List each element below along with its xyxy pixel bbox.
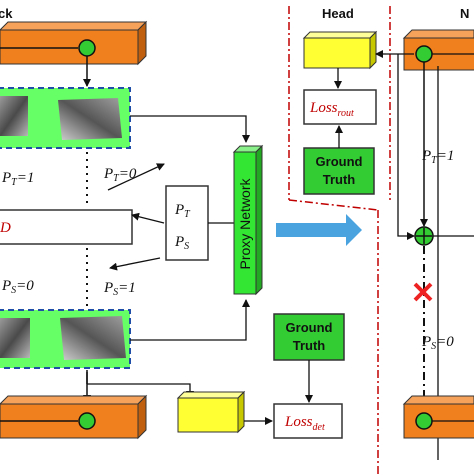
ground-truth-rout-box — [303, 147, 375, 195]
top-patch-image-1 — [0, 96, 28, 136]
proxy-network: Proxy Network — [232, 144, 264, 296]
loss-det-box — [273, 403, 343, 439]
bottom-yellow-block — [176, 390, 246, 434]
head-section-title: Head — [322, 6, 354, 21]
bottom-patch-image-1 — [0, 318, 30, 358]
ground-truth-rout-line1: Ground — [316, 154, 363, 169]
ground-truth-det-line1: Ground — [286, 320, 333, 335]
red-cross-icon — [413, 282, 433, 302]
left-ps-one-label: PS=1 — [103, 280, 136, 298]
left-section-title: ck — [0, 6, 13, 21]
bottom-feature-block — [0, 394, 148, 440]
right-ps-zero-label: PS=0 — [421, 334, 454, 352]
proxy-network-label: Proxy Network — [237, 177, 253, 269]
bottom-patch-image-2 — [60, 316, 126, 360]
top-feature-block — [0, 20, 148, 66]
right-bottom-feature-block — [402, 395, 474, 439]
bottom-panel-to-proxy-arrow — [130, 299, 250, 341]
ground-truth-det-line2: Truth — [293, 338, 326, 353]
left-pt-one-label: PT=1 — [1, 170, 34, 188]
loss-rout-box — [303, 89, 377, 125]
right-skip-arrow — [397, 54, 415, 240]
blue-flow-arrow — [276, 214, 362, 246]
loss-det-label: Lossdet — [284, 414, 325, 433]
ground-truth-rout-line2: Truth — [323, 172, 356, 187]
right-bottom-sum-node — [415, 412, 433, 430]
prob-to-middle-arrow — [131, 212, 165, 224]
bottom-sum-node — [78, 412, 96, 430]
ps-one-arrow — [109, 257, 161, 271]
head-bottom-divider — [288, 199, 379, 211]
top-sum-node — [78, 39, 96, 57]
top-panel-to-proxy-arrow — [130, 115, 250, 143]
top-patch-image-2 — [58, 98, 122, 140]
left-pt-zero-label: PT=0 — [103, 166, 137, 184]
pt-zero-arrow — [107, 163, 165, 191]
right-top-sum-node — [415, 45, 433, 63]
right-pt-one-label: PT=1 — [421, 148, 454, 166]
middle-output-box — [0, 209, 133, 245]
ground-truth-det-box — [273, 313, 345, 361]
right-top-feature-block — [402, 29, 474, 71]
left-ps-zero-label: PS=0 — [1, 278, 34, 296]
middle-box-label: D — [0, 220, 11, 236]
head-yellow-block — [302, 30, 378, 70]
right-section-title: N — [460, 6, 469, 21]
loss-rout-label: Lossrout — [309, 100, 354, 119]
